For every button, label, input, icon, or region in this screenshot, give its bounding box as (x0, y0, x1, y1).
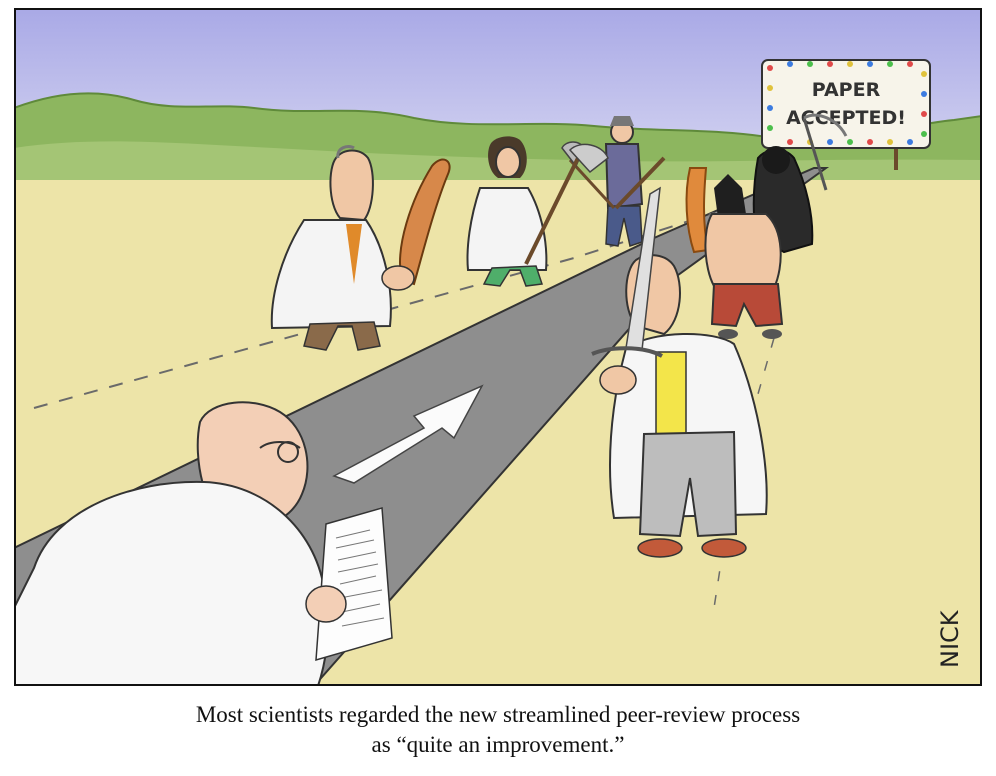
club-scientist-figure (270, 144, 451, 351)
paper-accepted-sign: PAPER ACCEPTED! (761, 59, 931, 170)
caption: Most scientists regarded the new streaml… (0, 700, 996, 760)
caption-line-1: Most scientists regarded the new streaml… (195, 702, 801, 727)
road-edge-dash (33, 212, 715, 409)
executioner-figure (685, 167, 784, 339)
reader-scientist-figure (14, 401, 393, 686)
woman-scientist-figure (466, 136, 609, 287)
axe-man-figure (561, 116, 666, 247)
artist-signature: NICK (936, 609, 964, 668)
caption-line-2: as “quite an improvement.” (371, 732, 625, 757)
panel-border (14, 8, 982, 686)
cartoon-panel: PAPER ACCEPTED! (14, 8, 982, 686)
road-arrow (332, 384, 484, 484)
sword-scientist-figure (591, 186, 768, 558)
paper-document (315, 507, 393, 662)
sign-line-1: PAPER (812, 79, 881, 101)
sign-line-2: ACCEPTED! (786, 107, 906, 129)
